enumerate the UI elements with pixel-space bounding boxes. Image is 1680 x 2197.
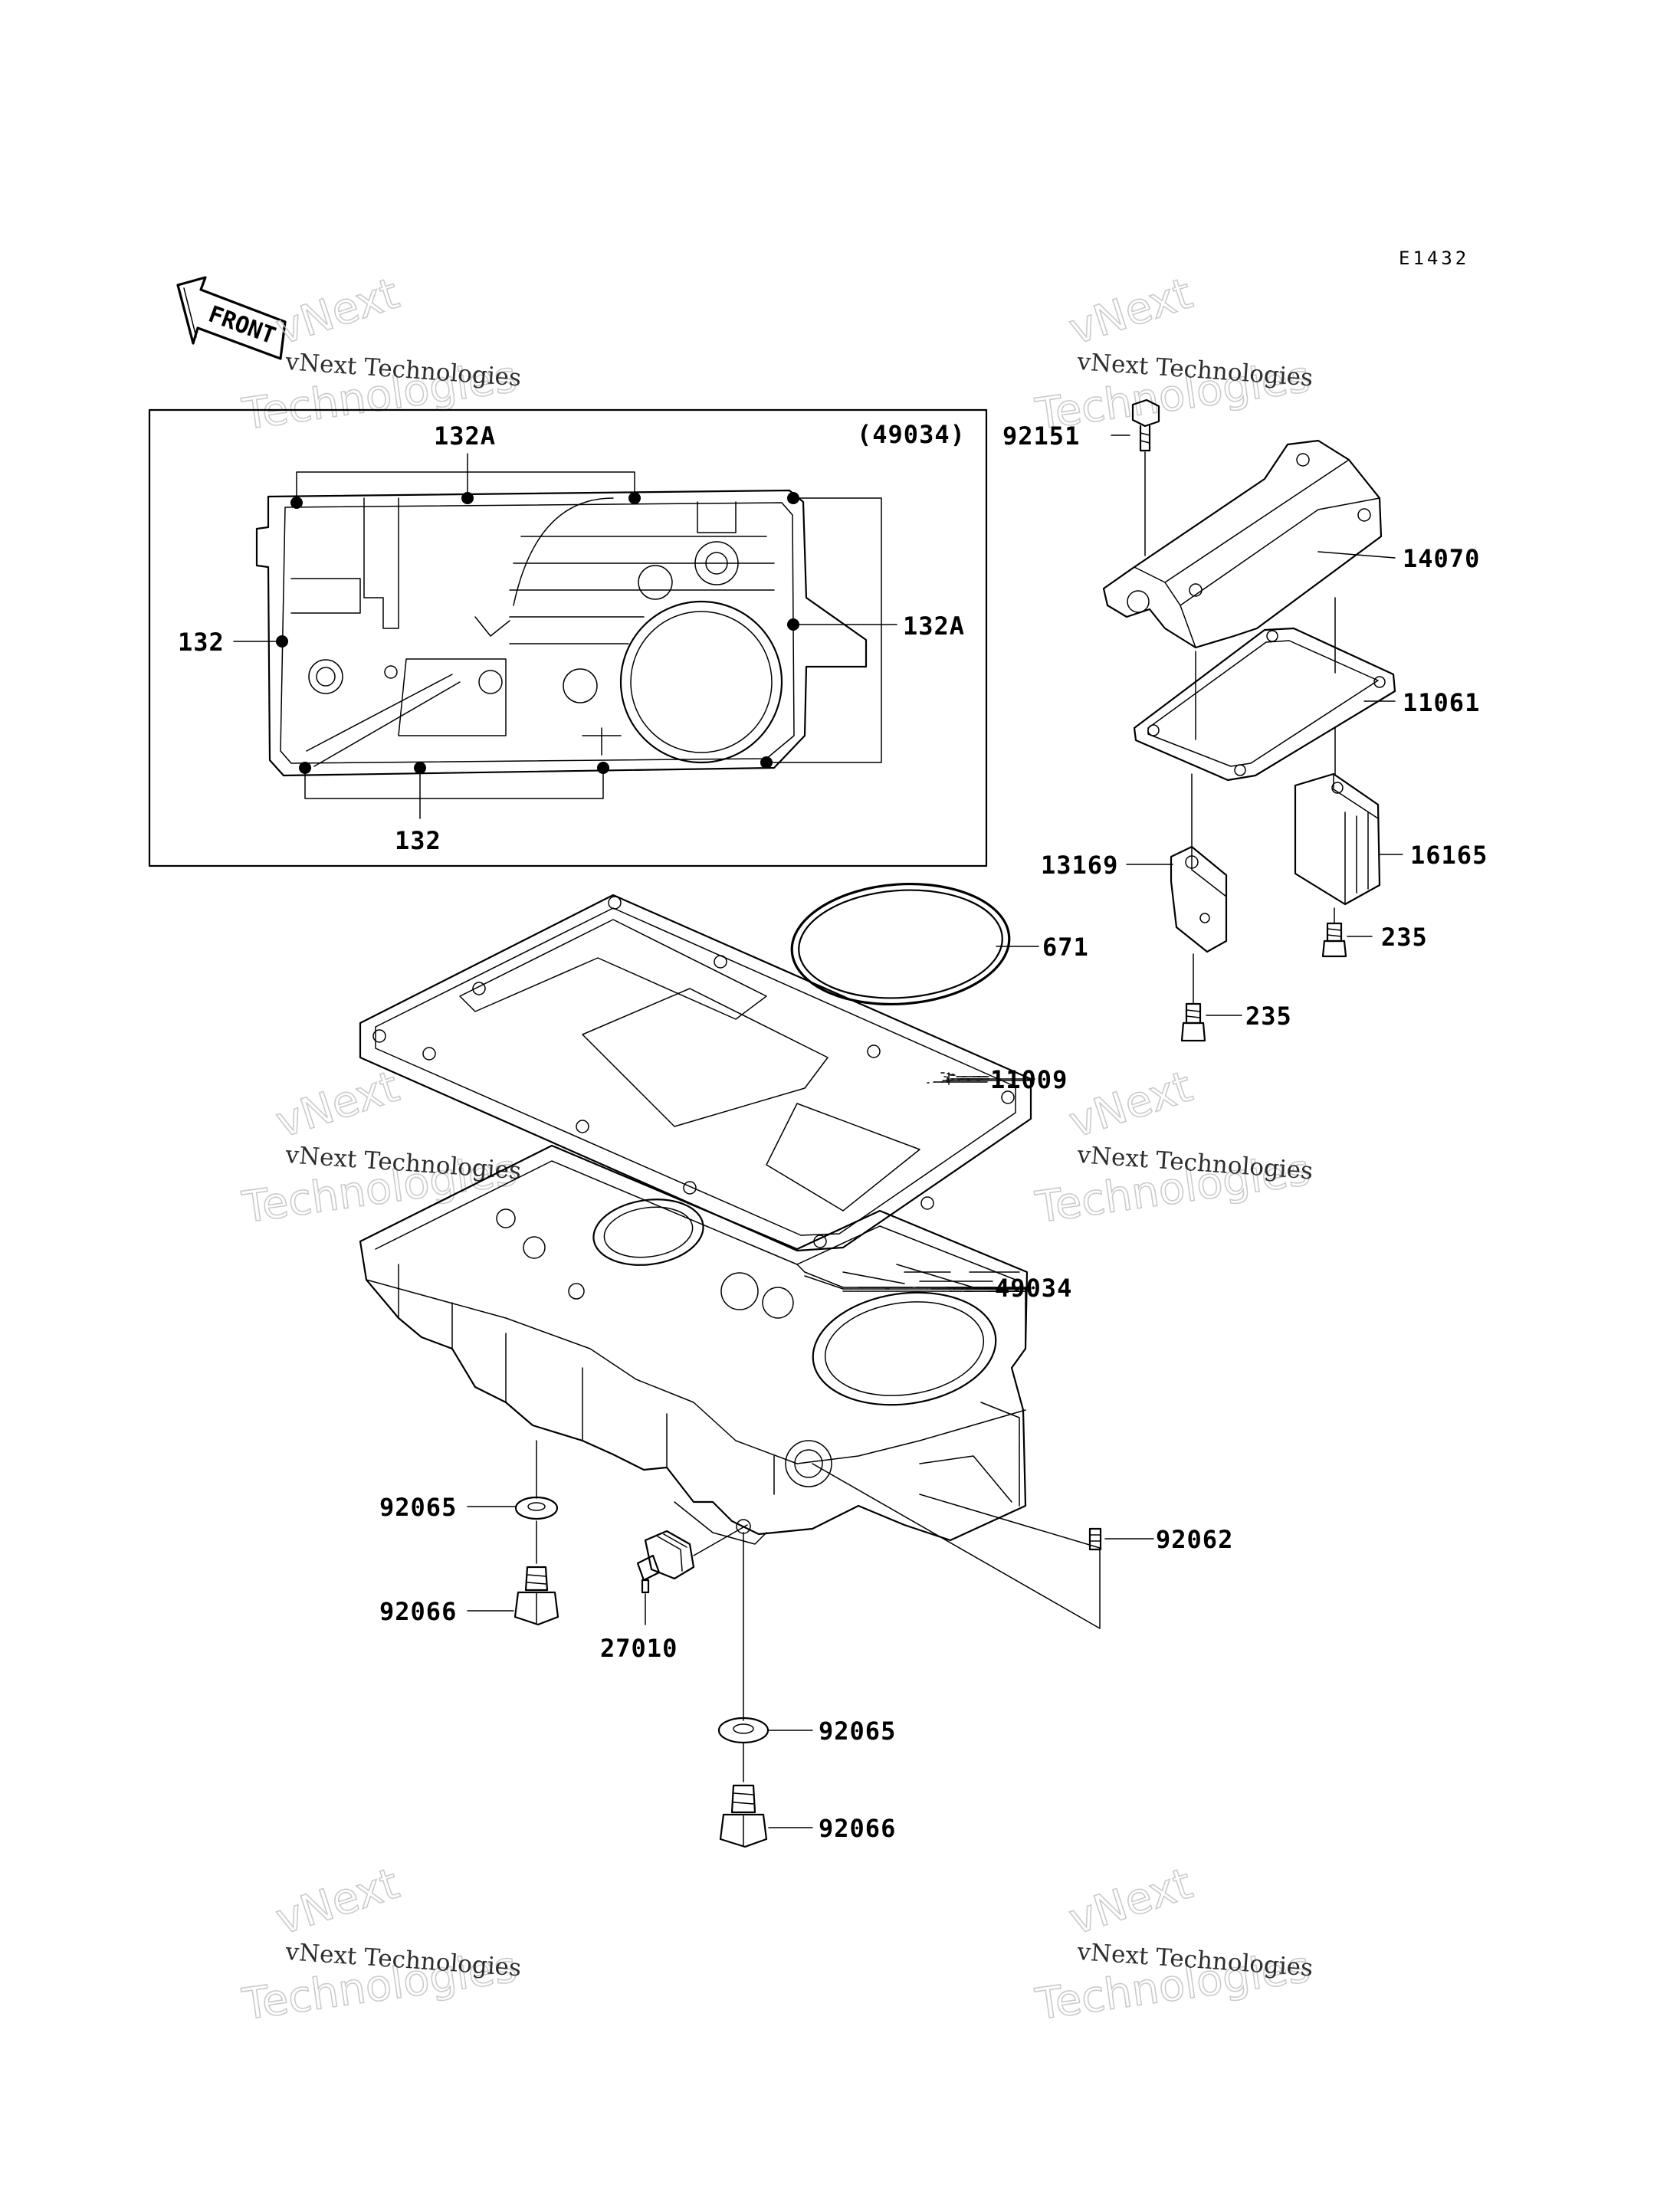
inset-bolt-pattern: (49034) [148, 408, 988, 867]
drain-plug-bottom: 92065 92066 [717, 1532, 896, 1848]
dowel-92062: 92062 [1088, 1525, 1233, 1554]
o-ring-671: 671 [790, 882, 1089, 1006]
svg-text:vNext: vNext [271, 1859, 405, 1945]
label-92065-b: 92065 [819, 1717, 896, 1746]
svg-text:vNext: vNext [1064, 1062, 1199, 1148]
diagram-code: E1432 [1399, 248, 1469, 269]
label-16165: 16165 [1410, 841, 1488, 870]
svg-text:vNext: vNext [1064, 269, 1199, 355]
label-235a: 235 [1381, 923, 1428, 952]
svg-text:vNext: vNext [1064, 1859, 1199, 1945]
label-11061: 11061 [1403, 688, 1480, 717]
label-11009: 11009 [990, 1065, 1068, 1094]
inset-label-132a-top: 132A [434, 421, 496, 451]
label-92151: 92151 [1002, 421, 1080, 451]
label-27010: 27010 [600, 1634, 678, 1663]
label-14070: 14070 [1403, 544, 1480, 573]
oil-pan-49034: 49034 [359, 1144, 1101, 1629]
label-92062: 92062 [1156, 1525, 1233, 1554]
svg-text:vNext: vNext [271, 1062, 405, 1148]
label-671: 671 [1042, 933, 1089, 962]
oil-pan-gasket-11009: 11009 [359, 894, 1068, 1252]
watermark: vNext Technologies vNext Technologies vN… [238, 268, 1314, 2031]
label-49034: 49034 [995, 1274, 1072, 1303]
front-arrow-icon: FRONT [176, 276, 287, 360]
drain-plug-left: 92065 92066 [379, 1440, 559, 1626]
label-92065-a: 92065 [379, 1493, 457, 1522]
inset-ref: (49034) [857, 420, 966, 449]
inset-label-132-bottom: 132 [395, 826, 441, 855]
inset-label-132-left: 132 [178, 628, 225, 657]
label-92066-a: 92066 [379, 1597, 457, 1626]
label-13169: 13169 [1041, 851, 1118, 880]
svg-text:vNext: vNext [271, 269, 405, 355]
label-92066-b: 92066 [819, 1814, 896, 1843]
breather-cover-assembly: 14070 11061 16165 235 13169 [1002, 398, 1488, 1042]
oil-pressure-switch-27010: 27010 [600, 1524, 748, 1663]
inset-label-132a-right: 132A [903, 612, 965, 641]
front-label: FRONT [205, 301, 279, 350]
label-235b: 235 [1245, 1002, 1292, 1031]
